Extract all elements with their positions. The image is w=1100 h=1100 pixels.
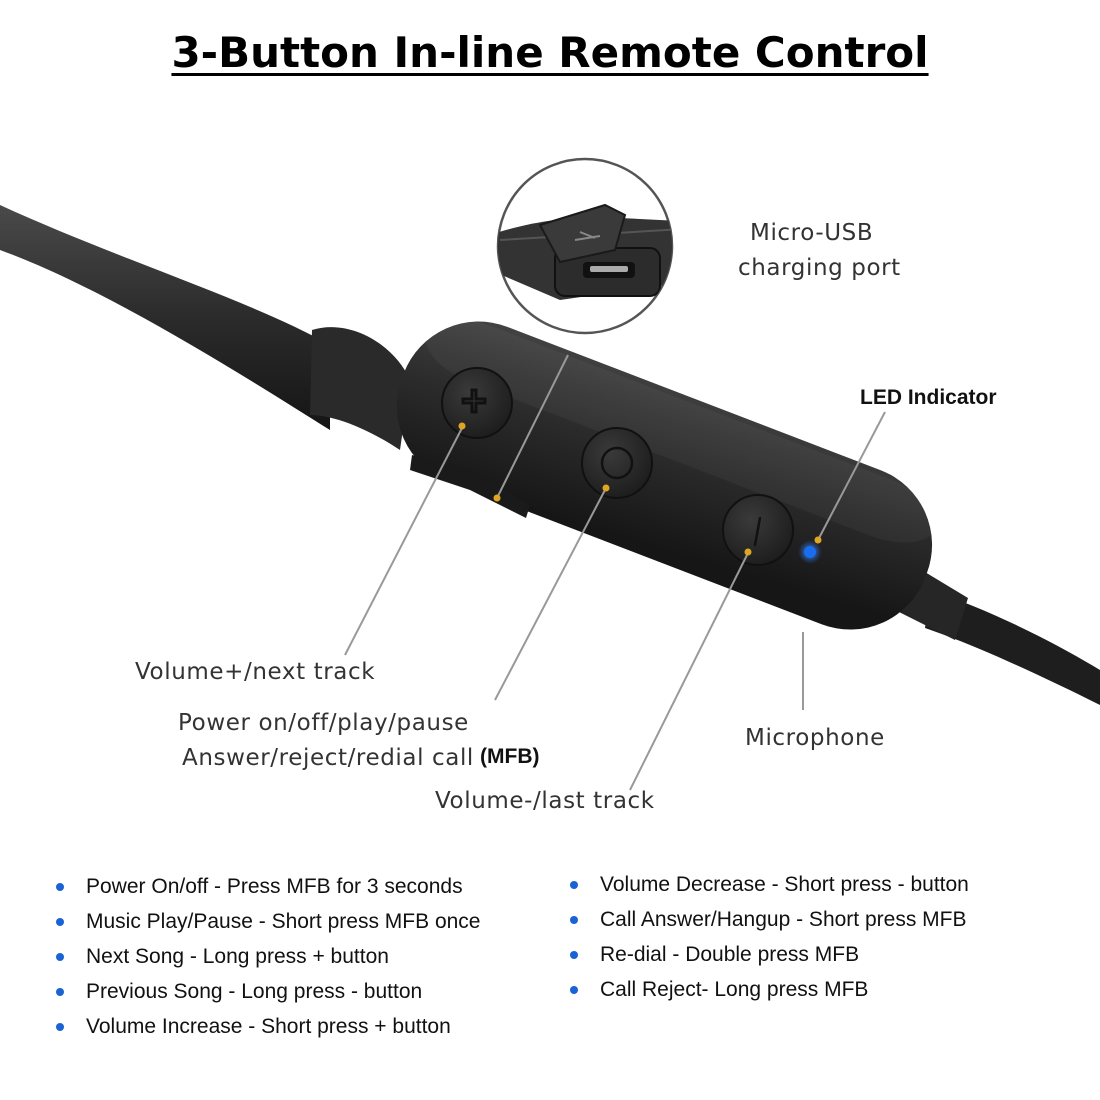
label-mfb: (MFB) (480, 745, 539, 768)
list-item: Volume Decrease - Short press - button (570, 870, 969, 905)
earphone-cable (925, 590, 1100, 705)
bullet-icon (570, 951, 578, 959)
list-item: Call Answer/Hangup - Short press MFB (570, 905, 969, 940)
instructions-right: Volume Decrease - Short press - button C… (570, 870, 969, 1010)
list-item: Power On/off - Press MFB for 3 seconds (56, 872, 480, 907)
leader-led (817, 411, 886, 541)
list-item: Previous Song - Long press - button (56, 977, 480, 1012)
bullet-icon (56, 953, 64, 961)
marker-dot (814, 536, 822, 544)
label-power: Power on/off/play/pause (178, 710, 469, 736)
circle-button-icon (600, 446, 634, 480)
leader-usb (495, 354, 569, 501)
label-answer: Answer/reject/redial call (182, 745, 474, 771)
list-item: Call Reject- Long press MFB (570, 975, 969, 1010)
bullet-icon (56, 883, 64, 891)
leader-volume-minus (629, 552, 749, 791)
marker-dot (458, 422, 466, 430)
label-volume-minus: Volume-/last track (435, 788, 655, 814)
bullet-icon (56, 918, 64, 926)
cable-sleeve (310, 327, 410, 450)
list-item: Volume Increase - Short press + button (56, 1012, 480, 1047)
leader-volume-plus (344, 427, 463, 656)
bullet-icon (570, 881, 578, 889)
volume-plus-button[interactable] (441, 367, 513, 439)
label-charging-port: charging port (738, 255, 901, 281)
instructions-left: Power On/off - Press MFB for 3 seconds M… (56, 872, 480, 1047)
leader-power (494, 489, 606, 701)
usb-zoom-inset (496, 157, 674, 335)
bullet-icon (570, 986, 578, 994)
marker-dot (602, 484, 610, 492)
volume-minus-button[interactable] (722, 494, 794, 566)
plus-button-icon (461, 388, 487, 414)
mfb-button[interactable] (581, 427, 653, 499)
list-item: Next Song - Long press + button (56, 942, 480, 977)
micro-usb-port-icon (554, 247, 661, 297)
page-title: 3-Button In-line Remote Control (171, 28, 929, 77)
label-microphone: Microphone (745, 725, 885, 751)
bullet-icon (570, 916, 578, 924)
list-item: Music Play/Pause - Short press MFB once (56, 907, 480, 942)
marker-dot (744, 548, 752, 556)
label-micro-usb: Micro-USB (750, 220, 873, 246)
bullet-icon (56, 1023, 64, 1031)
led-indicator (798, 540, 822, 564)
label-led-indicator: LED Indicator (860, 386, 997, 409)
minus-button-icon (753, 516, 762, 547)
neckband-cable (0, 205, 330, 430)
list-item: Re-dial - Double press MFB (570, 940, 969, 975)
marker-dot (493, 494, 501, 502)
bullet-icon (56, 988, 64, 996)
label-volume-plus: Volume+/next track (135, 659, 375, 685)
